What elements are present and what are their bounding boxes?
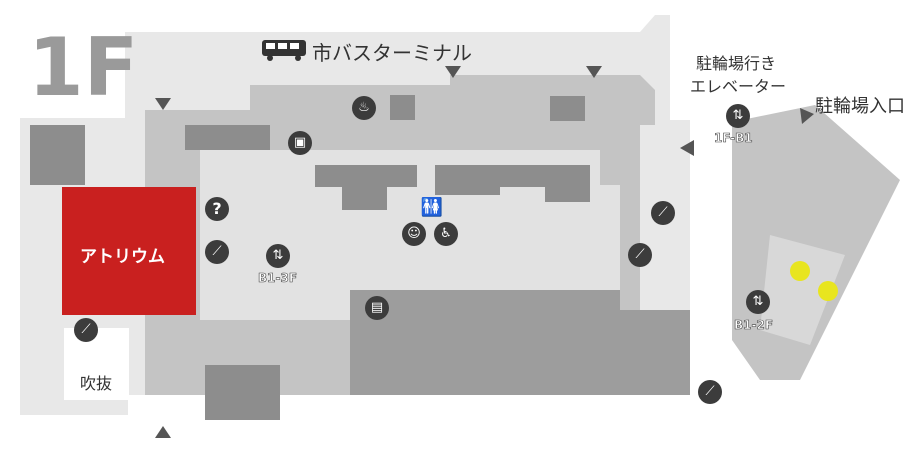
shop-block (545, 180, 590, 202)
void-area (64, 328, 129, 400)
elevator-floors-label: B1-2F (734, 318, 774, 333)
elevator-icon[interactable]: ⇅ (726, 104, 750, 128)
elevator-icon[interactable]: ⇅ (746, 290, 770, 314)
escalator-icon: ⟋ (628, 243, 652, 267)
floor-label: 1F (28, 21, 139, 114)
shop-block (185, 125, 270, 150)
highlight-spot (790, 261, 810, 281)
arrow-left-icon (680, 140, 694, 156)
bicycle-entrance-label: 駐輪場入口 (815, 96, 905, 117)
shop-block (550, 96, 585, 121)
shop-block (315, 165, 345, 187)
void-label: 吹抜 (80, 374, 113, 393)
elevator-floors-label: B1-3F (258, 271, 298, 286)
bicycle-ramp (760, 235, 845, 345)
shop-block (387, 165, 417, 187)
arrow-down-icon (445, 66, 461, 78)
bus-icon (262, 40, 306, 61)
shop-large (350, 290, 690, 395)
escalator-icon: ⟋ (205, 240, 229, 264)
shop-block (30, 125, 85, 185)
arrow-down-icon (586, 66, 602, 78)
shop-block (205, 365, 280, 420)
elevator-icon[interactable]: ⇅ (266, 244, 290, 268)
atrium-label[interactable]: アトリウム (80, 247, 165, 267)
escalator-icon: ⟋ (698, 380, 722, 404)
arrow-down-icon (155, 98, 171, 110)
shop-block (435, 165, 500, 195)
shop-block (390, 95, 415, 120)
atm-icon: ▤ (365, 296, 389, 320)
arrow-right-icon (800, 108, 814, 124)
baby-care-icon: ☺ (402, 222, 426, 246)
shop-block (342, 165, 387, 210)
smoking-icon: ♨ (352, 96, 376, 120)
bicycle-building (732, 105, 900, 380)
arrow-up-icon (155, 426, 171, 438)
accessible-restroom-icon: ♿ (434, 222, 458, 246)
escalator-icon: ⟋ (74, 318, 98, 342)
elevator-floors-label: 1F-B1 (714, 131, 753, 146)
locker-icon: ▣ (288, 131, 312, 155)
bus-terminal-label: 市バスターミナル (312, 41, 472, 65)
highlight-spot (818, 281, 838, 301)
atrium-area (62, 187, 196, 315)
bicycle-elevator-label-1: 駐輪場行き (696, 54, 777, 73)
restroom-icon: 🚻 (420, 197, 444, 218)
bicycle-elevator-label-2: エレベーター (690, 77, 787, 96)
information-icon[interactable]: ? (205, 197, 229, 221)
escalator-icon: ⟋ (651, 201, 675, 225)
